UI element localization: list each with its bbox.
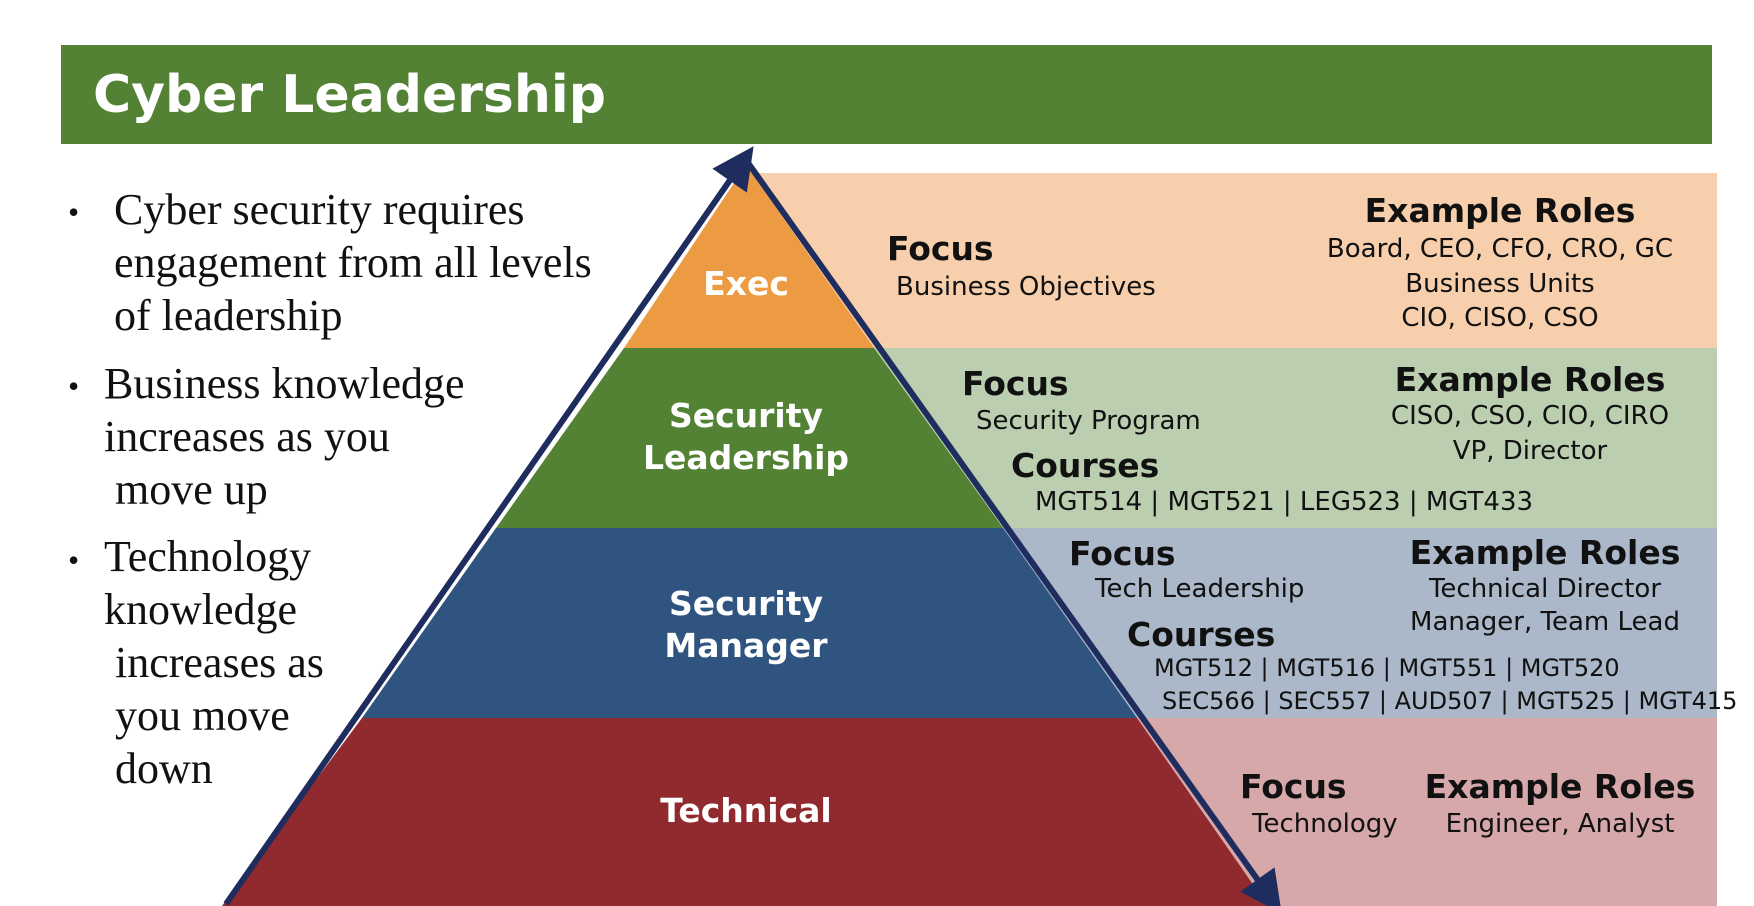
leadership-role-line: CISO, CSO, CIO, CIRO xyxy=(1390,401,1670,431)
bullet-line: you move xyxy=(104,691,290,740)
title-bar: Cyber Leadership xyxy=(61,45,1712,144)
pyramid-tier-security-manager xyxy=(362,528,1137,718)
technical-focus-value: Technology xyxy=(1252,809,1398,839)
leadership-focus-header: Focus xyxy=(962,364,1069,403)
leadership-role-line: VP, Director xyxy=(1452,436,1608,466)
bullet-line: Business knowledge xyxy=(104,359,465,408)
bullet-marker: • xyxy=(68,368,80,404)
manager-roles-header: Example Roles xyxy=(1409,533,1681,572)
pyramid-tier-security-leadership xyxy=(496,348,1003,528)
bullet-line: knowledge xyxy=(104,585,298,634)
arrow-down-icon xyxy=(743,158,1282,906)
tier-label-security-leadership: Security Leadership xyxy=(642,396,850,477)
bullet-marker: • xyxy=(68,542,80,578)
bullet-line: of leadership xyxy=(114,291,343,340)
technical-focus-header: Focus xyxy=(1240,767,1347,806)
manager-courses-line: MGT512 | MGT516 | MGT551 | MGT520 xyxy=(1154,654,1620,682)
band-exec xyxy=(745,173,1717,348)
manager-focus-value: Tech Leadership xyxy=(1095,574,1305,604)
bullet-line: Technology xyxy=(104,532,312,581)
manager-courses-header: Courses xyxy=(1127,615,1276,654)
bullet-line: move up xyxy=(104,465,268,514)
leadership-courses-header: Courses xyxy=(1011,446,1160,485)
exec-roles-header: Example Roles xyxy=(1364,191,1636,230)
tier-label-security-manager: Security Manager xyxy=(664,584,828,665)
manager-focus-header: Focus xyxy=(1069,534,1176,573)
band-security-leadership xyxy=(850,348,1717,528)
exec-role-line: Board, CEO, CFO, CRO, GC xyxy=(1326,234,1674,264)
leadership-courses-line: MGT514 | MGT521 | LEG523 | MGT433 xyxy=(1035,487,1534,517)
exec-focus-header: Focus xyxy=(887,229,994,268)
bullet-line: Cyber security requires xyxy=(114,185,525,234)
bullet-line: engagement from all levels xyxy=(114,238,592,287)
pyramid-tier-technical xyxy=(222,718,1268,906)
leadership-roles-header: Example Roles xyxy=(1394,360,1666,399)
exec-role-line: CIO, CISO, CSO xyxy=(1401,303,1599,333)
exec-role-line: Business Units xyxy=(1405,269,1595,299)
pyramid-tier-exec xyxy=(624,165,874,348)
bullet-line: increases as you xyxy=(104,412,390,461)
manager-courses-line: SEC566 | SEC557 | AUD507 | MGT525 | MGT4… xyxy=(1162,687,1738,715)
technical-roles-header: Example Roles xyxy=(1424,767,1696,806)
bullet-line: down xyxy=(104,744,213,793)
exec-focus-value: Business Objectives xyxy=(896,272,1156,302)
tier-label-exec: Exec xyxy=(703,264,789,303)
manager-role-line: Manager, Team Lead xyxy=(1410,607,1680,637)
tier-label-technical: Technical xyxy=(660,791,832,830)
leadership-focus-value: Security Program xyxy=(976,406,1201,436)
bullet-marker: • xyxy=(68,194,80,230)
page-title: Cyber Leadership xyxy=(93,65,606,125)
technical-role-line: Engineer, Analyst xyxy=(1445,809,1675,839)
bullet-line: increases as xyxy=(104,638,324,687)
manager-role-line: Technical Director xyxy=(1428,574,1662,604)
arrow-up-icon xyxy=(223,146,754,906)
